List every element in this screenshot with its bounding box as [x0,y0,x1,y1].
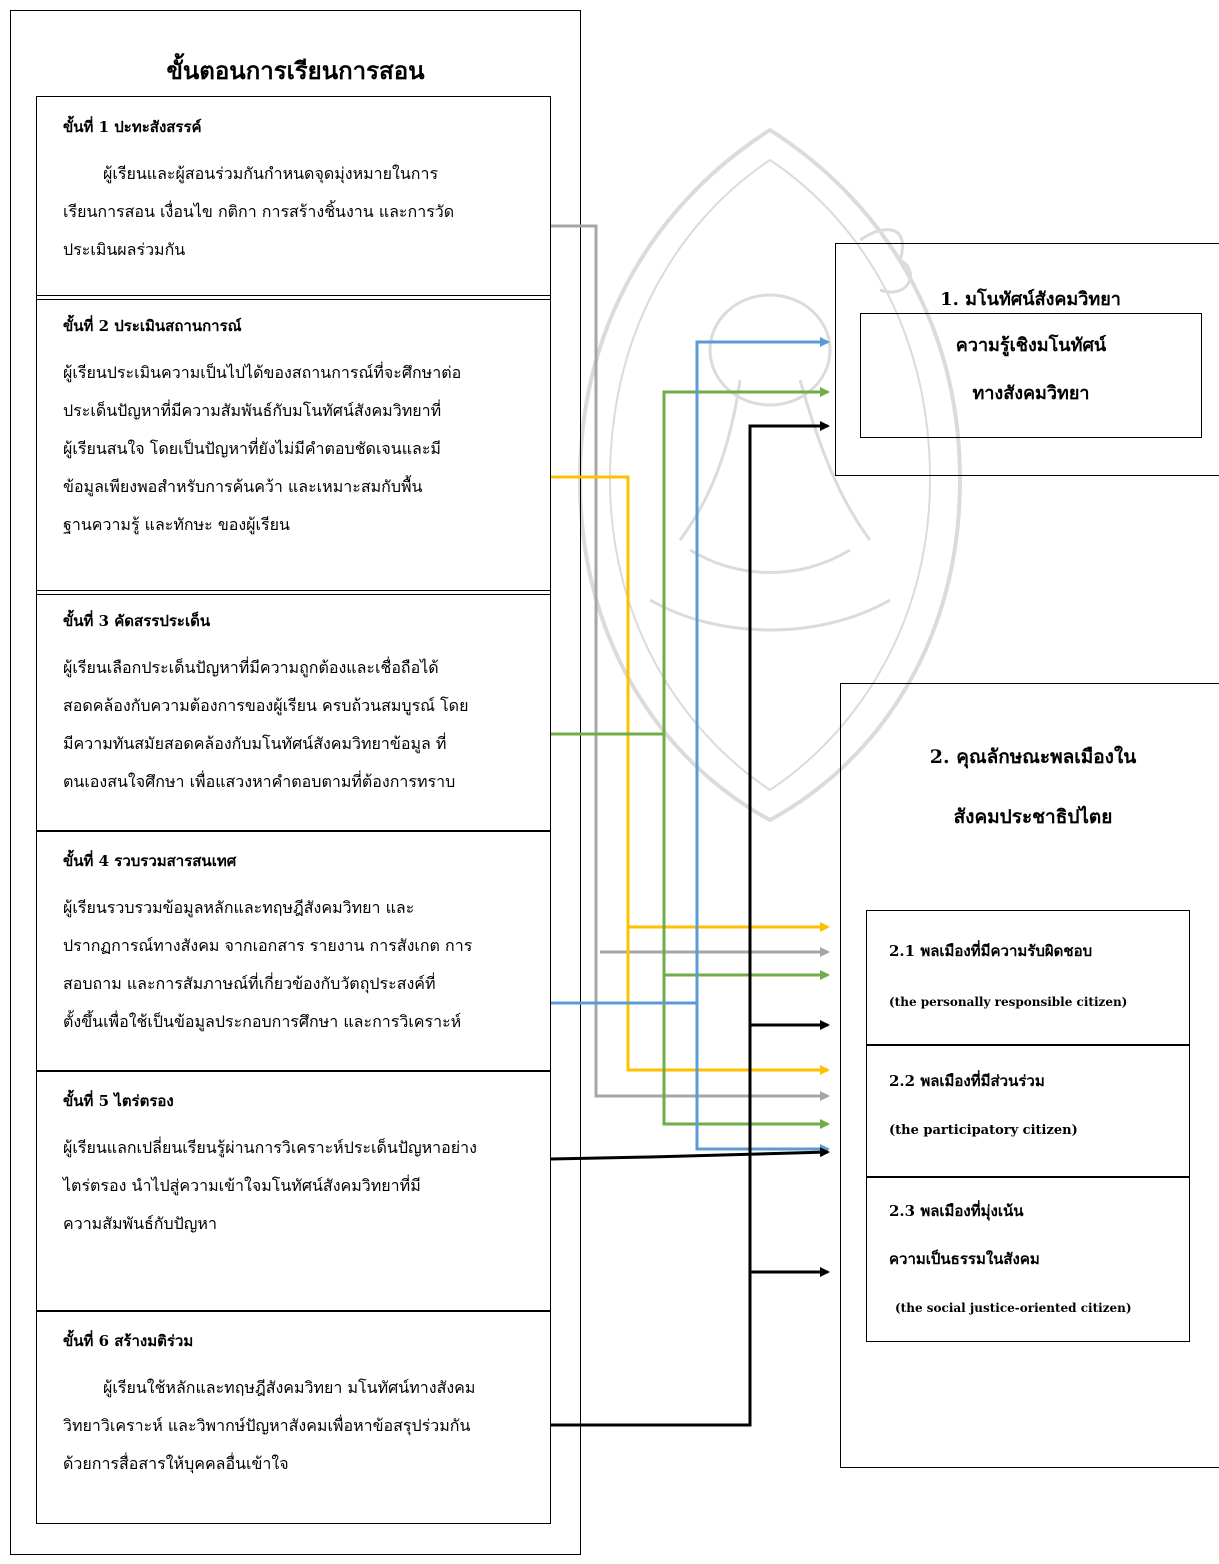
step-3-line: สอดคล้องกับความต้องการของผู้เรียน ครบถ้ว… [63,696,469,715]
section-2-title-line-2: สังคมประชาธิปไตย [953,806,1113,828]
citizen-2-1-subtitle: (the personally responsible citizen) [889,995,1128,1009]
step-1-line: ผู้เรียนและผู้สอนร่วมกันกำหนดจุดมุ่งหมาย… [103,164,439,183]
step-5-line: ผู้เรียนแลกเปลี่ยนเรียนรู้ผ่านการวิเคราะ… [63,1138,477,1157]
step-1-line: เรียนการสอน เงื่อนไข กติกา การสร้างชิ้นง… [63,202,455,221]
step-2-title: ขั้นที่ 2 ประเมินสถานการณ์ [63,317,242,335]
step-3-line: มีความทันสมัยสอดคล้องกับมโนทัศน์สังคมวิท… [63,734,447,753]
step-5-title: ขั้นที่ 5 ไตร่ตรอง [63,1092,174,1110]
step-6-title: ขั้นที่ 6 สร้างมติร่วม [63,1332,194,1350]
step-5-box: ขั้นที่ 5 ไตร่ตรอง ผู้เรียนแลกเปลี่ยนเรี… [36,1070,551,1312]
step-2-line: ประเด็นปัญหาที่มีความสัมพันธ์กับมโนทัศน์… [63,401,442,420]
step-4-line: ตั้งขึ้นเพื่อใช้เป็นข้อมูลประกอบการศึกษา… [63,1012,462,1031]
step-4-box: ขั้นที่ 4 รวบรวมสารสนเทศ ผู้เรียนรวบรวมข… [36,830,551,1072]
yellow-connector [551,475,830,1075]
step-1-body: ผู้เรียนและผู้สอนร่วมกันกำหนดจุดมุ่งหมาย… [63,155,528,269]
step-2-line: ฐานความรู้ และทักษะ ของผู้เรียน [63,515,290,534]
section-1-inner-box: ความรู้เชิงมโนทัศน์ ทางสังคมวิทยา [860,313,1202,438]
green-connector-up [662,387,830,734]
section-1-box: 1. มโนทัศน์สังคมวิทยา [835,243,1219,476]
left-panel-title: ขั้นตอนการเรียนการสอน [166,56,425,85]
step-5-line: ความสัมพันธ์กับปัญหา [63,1214,217,1233]
gray-connector [551,224,830,1101]
step-6-line: ผู้เรียนใช้หลักและทฤษฎีสังคมวิทยา มโนทัศ… [103,1378,476,1397]
step-5-body: ผู้เรียนแลกเปลี่ยนเรียนรู้ผ่านการวิเคราะ… [63,1129,528,1243]
step-6-line: วิทยาวิเคราะห์ และวิพากษ์ปัญหาสังคมเพื่อ… [63,1416,471,1435]
step-3-box: ขั้นที่ 3 คัดสรรประเด็น ผู้เรียนเลือกประ… [36,590,551,832]
citizen-2-2-subtitle: (the participatory citizen) [889,1123,1078,1138]
step-3-title: ขั้นที่ 3 คัดสรรประเด็น [63,612,211,630]
citizen-2-3-subtitle: (the social justice-oriented citizen) [895,1301,1132,1315]
blue-connector [551,1001,830,1154]
step-4-body: ผู้เรียนรวบรวมข้อมูลหลักและทฤษฎีสังคมวิท… [63,889,528,1041]
step-3-line: ผู้เรียนเลือกประเด็นปัญหาที่มีความถูกต้อ… [63,658,439,677]
step-4-line: สอบถาม และการสัมภาษณ์ที่เกี่ยวข้องกับวัต… [63,974,436,993]
section-1-title: 1. มโนทัศน์สังคมวิทยา [940,289,1121,310]
step-6-box: ขั้นที่ 6 สร้างมติร่วม ผู้เรียนใช้หลักแล… [36,1310,551,1524]
blue-connector-up [695,337,830,1003]
citizen-2-2-box: 2.2 พลเมืองที่มีส่วนร่วม (the participat… [866,1044,1190,1178]
step-2-body: ผู้เรียนประเมินความเป็นไปได้ของสถานการณ์… [63,354,528,544]
step-3-line: ตนเองสนใจศึกษา เพื่อแสวงหาคำตอบตามที่ต้อ… [63,772,456,791]
step-1-title: ขั้นที่ 1 ปะทะสังสรรค์ [63,118,202,136]
citizen-2-1-title: 2.1 พลเมืองที่มีความรับผิดชอบ [889,942,1093,960]
left-panel: ขั้นตอนการเรียนการสอน [10,10,581,1555]
section-1-inner-line-1: ความรู้เชิงมโนทัศน์ [955,335,1107,356]
step-1-box: ขั้นที่ 1 ปะทะสังสรรค์ ผู้เรียนและผู้สอน… [36,96,551,300]
green-connector [551,732,830,1129]
step-1-line: ประเมินผลร่วมกัน [63,240,186,259]
step-4-title: ขั้นที่ 4 รวบรวมสารสนเทศ [63,852,237,870]
step-2-line: ข้อมูลเพียงพอสำหรับการค้นคว้า และเหมาะสม… [63,477,423,496]
section-2-box: 2. คุณลักษณะพลเมืองใน สังคมประชาธิปไตย [840,683,1219,1468]
black-connector-step5 [550,1147,830,1161]
black-connector-step6 [551,421,830,1427]
citizen-2-3-title-line-2: ความเป็นธรรมในสังคม [889,1250,1040,1268]
step-4-line: ผู้เรียนรวบรวมข้อมูลหลักและทฤษฎีสังคมวิท… [63,898,415,917]
section-1-inner-line-2: ทางสังคมวิทยา [972,383,1090,404]
watermark-emblem [577,127,963,823]
citizen-2-1-box: 2.1 พลเมืองที่มีความรับผิดชอบ (the perso… [866,910,1190,1046]
step-3-body: ผู้เรียนเลือกประเด็นปัญหาที่มีความถูกต้อ… [63,649,528,801]
step-2-line: ผู้เรียนสนใจ โดยเป็นปัญหาที่ยังไม่มีคำตอ… [63,439,441,458]
step-6-body: ผู้เรียนใช้หลักและทฤษฎีสังคมวิทยา มโนทัศ… [63,1369,528,1483]
step-4-line: ปรากฏการณ์ทางสังคม จากเอกสาร รายงาน การส… [63,936,473,955]
step-6-line: ด้วยการสื่อสารให้บุคคลอื่นเข้าใจ [63,1454,289,1473]
citizen-2-2-title: 2.2 พลเมืองที่มีส่วนร่วม [889,1072,1045,1090]
citizen-2-3-title-line-1: 2.3 พลเมืองที่มุ่งเน้น [889,1202,1024,1220]
citizen-2-3-box: 2.3 พลเมืองที่มุ่งเน้น ความเป็นธรรมในสัง… [866,1176,1190,1342]
step-2-box: ขั้นที่ 2 ประเมินสถานการณ์ ผู้เรียนประเม… [36,295,551,595]
step-2-line: ผู้เรียนประเมินความเป็นไปได้ของสถานการณ์… [63,363,462,382]
section-2-title-line-1: 2. คุณลักษณะพลเมืองใน [929,746,1137,768]
step-5-line: ไตร่ตรอง นำไปสู่ความเข้าใจมโนทัศน์สังคมว… [63,1176,421,1195]
